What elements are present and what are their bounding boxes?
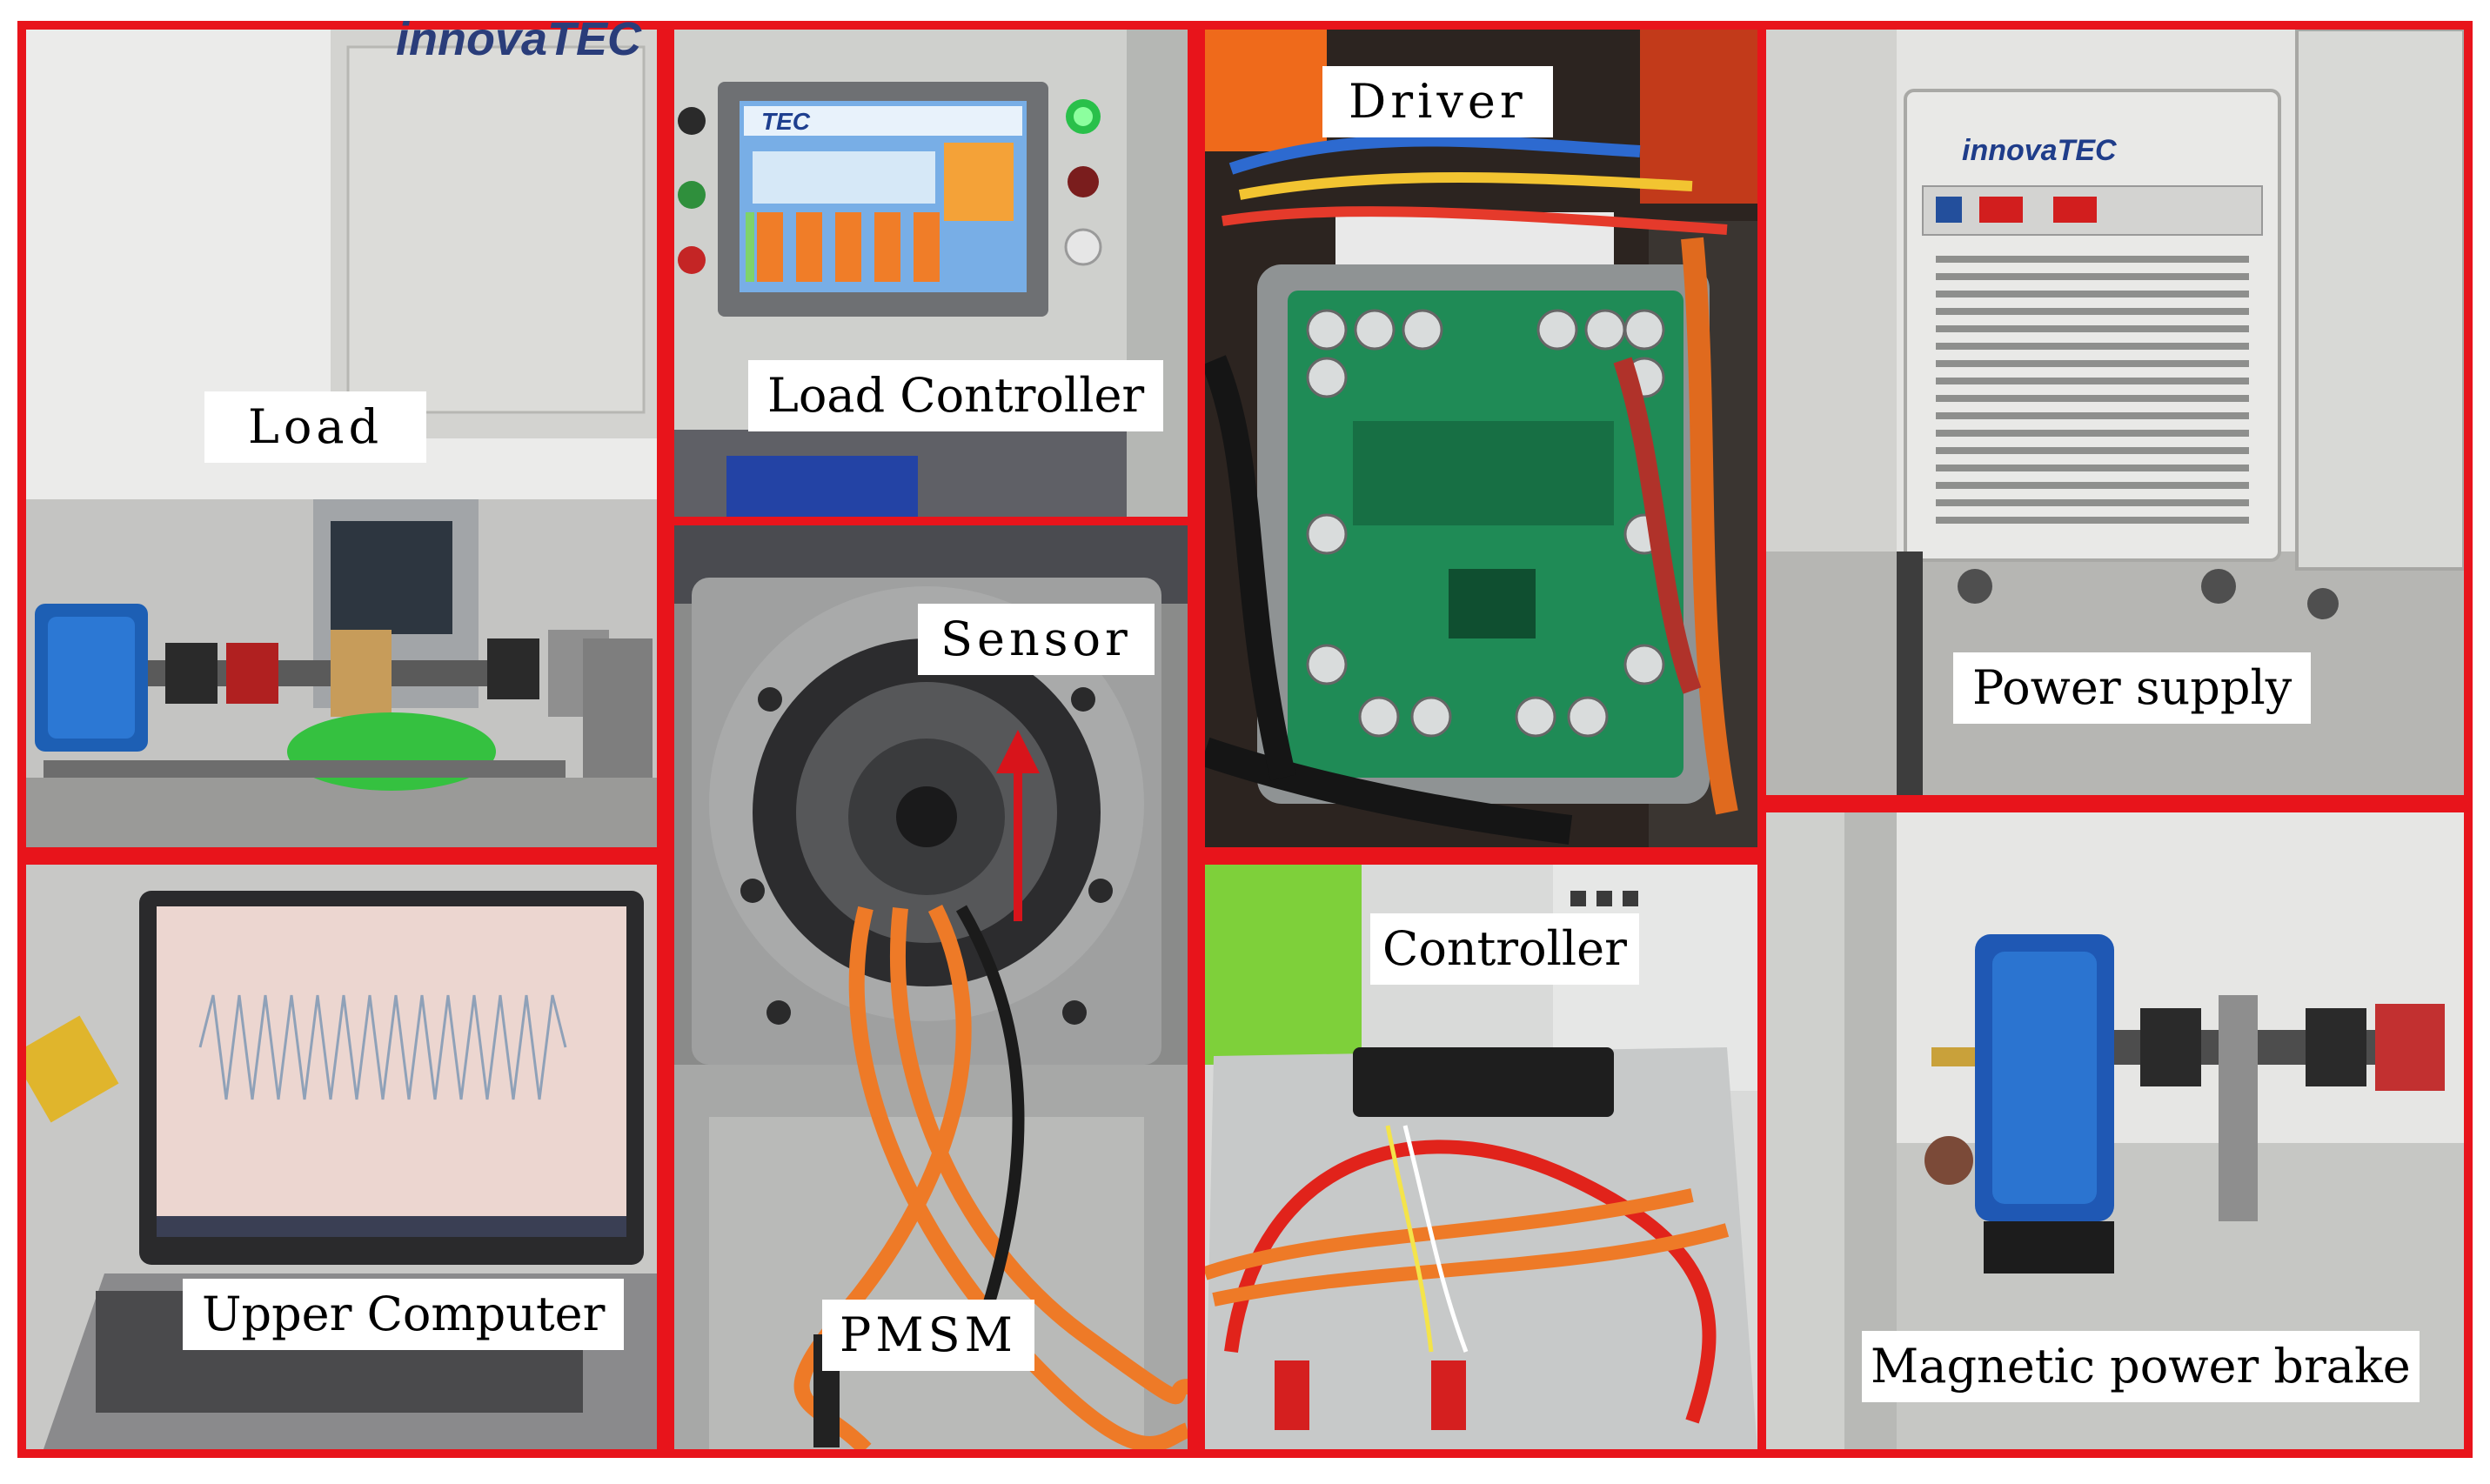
label-pmsm: PMSM: [822, 1300, 1034, 1371]
panel-sensor-pmsm: Sensor PMSM: [666, 517, 1196, 1458]
panel-upper-computer: Upper Computer: [17, 856, 666, 1458]
label-driver: Driver: [1322, 66, 1553, 137]
panel-power-supply: innovaTEC Power supply: [1757, 21, 2473, 804]
pmsm-photo: [674, 525, 1188, 1449]
controller-photo: [1205, 865, 1757, 1449]
label-load: Load: [204, 391, 427, 463]
label-magnetic-brake: Magnetic power brake: [1862, 1331, 2420, 1402]
brand-logo-power-supply: innovaTEC: [1962, 134, 2117, 167]
upper-computer-photo: [26, 865, 657, 1449]
panel-driver: Driver: [1196, 21, 1766, 856]
label-load-controller: Load Controller: [748, 360, 1164, 431]
brand-overlay-top: innovaTEC: [396, 13, 642, 65]
brand-logo-load-controller: TEC: [761, 108, 810, 135]
load-photo: [26, 30, 657, 847]
panel-load: Load: [17, 21, 666, 856]
panel-controller: Controller: [1196, 856, 1766, 1458]
label-controller: Controller: [1370, 913, 1639, 985]
panel-load-controller: TEC Load Controller: [666, 21, 1196, 534]
driver-photo: [1205, 30, 1757, 847]
label-power-supply: Power supply: [1953, 652, 2312, 724]
label-upper-computer: Upper Computer: [183, 1279, 625, 1350]
label-sensor: Sensor: [918, 604, 1155, 675]
load-controller-photo: [674, 30, 1188, 525]
power-supply-photo: [1766, 30, 2464, 795]
panel-magnetic-brake: Magnetic power brake: [1757, 804, 2473, 1458]
